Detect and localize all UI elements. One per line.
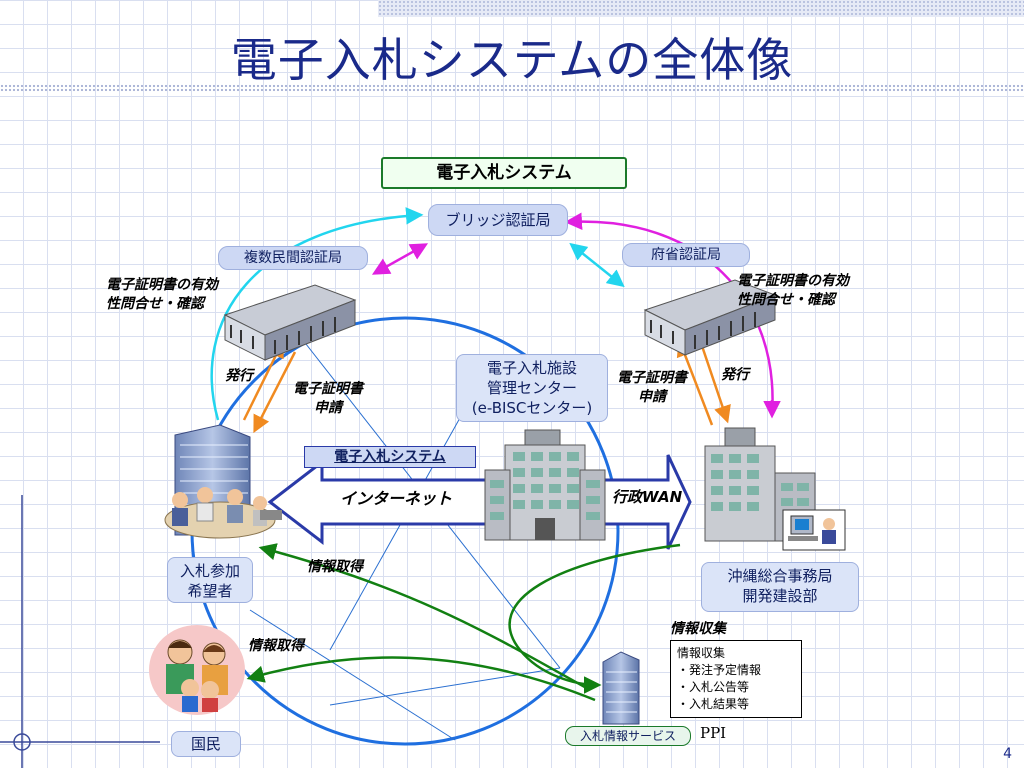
government-building-icon	[643, 279, 777, 356]
orange-arrow-right-down	[698, 339, 731, 424]
cert-check-right-text: 電子証明書の有効 性問合せ・確認	[737, 272, 897, 310]
bidders-line1: 入札参加	[179, 562, 240, 580]
magenta-arrow-right	[564, 212, 774, 416]
ebisc-center-label: 電子入札施設 管理センター (e-BISCセンター)	[456, 354, 608, 422]
green-arrow-info-collect	[508, 543, 681, 694]
network-double-arrow	[267, 454, 692, 550]
cert-check-left-line2: 性問合せ・確認	[106, 296, 204, 312]
citizens-label: 国民	[171, 731, 241, 757]
cert-check-left-text: 電子証明書の有効 性問合せ・確認	[106, 276, 266, 314]
cert-app-right-line2: 申請	[638, 389, 666, 405]
government-building-icon	[223, 284, 357, 361]
system-title-box: 電子入札システム	[381, 157, 627, 189]
ebisc-line1: 電子入札施設	[486, 359, 577, 377]
top-decoration-band	[378, 0, 1024, 17]
cert-check-left-line1: 電子証明書の有効	[106, 277, 218, 293]
cert-app-right-line1: 電子証明書	[617, 370, 687, 386]
info-collect-label: 情報収集	[670, 621, 726, 637]
corner-decoration	[0, 495, 160, 768]
magenta-arrow-left	[371, 243, 429, 275]
computer-user-icon	[782, 509, 846, 551]
orange-arrow-left-down	[253, 351, 297, 434]
office-building-icon	[484, 429, 606, 541]
slide-number: 4	[1003, 746, 1012, 762]
title-rule	[0, 84, 1024, 92]
cert-app-left-line2: 申請	[314, 400, 342, 416]
bridge-ca-label: ブリッジ認証局	[428, 204, 568, 236]
ebisc-line3: (e-BISCセンター)	[471, 399, 593, 417]
bidders-line2: 希望者	[187, 582, 233, 600]
cert-app-right-text: 電子証明書 申請	[607, 369, 697, 407]
info-list-item: ・発注予定情報	[677, 663, 762, 677]
office-building-icon	[704, 427, 816, 542]
ebisc-line2: 管理センター	[486, 379, 577, 397]
info-get-label-2: 情報取得	[248, 638, 304, 654]
family-icon	[149, 625, 245, 715]
cert-app-left-text: 電子証明書 申請	[283, 380, 373, 418]
bid-info-service-label: 入札情報サービス	[565, 726, 691, 746]
okinawa-line2: 開発建設部	[742, 587, 818, 605]
cyan-arrow-right	[569, 242, 625, 288]
cert-check-right-line2: 性問合せ・確認	[737, 292, 835, 308]
info-list-item: ・入札結果等	[677, 697, 750, 711]
green-arrow-info-bidders	[258, 543, 591, 692]
cert-check-right-line1: 電子証明書の有効	[737, 273, 849, 289]
cert-app-left-line1: 電子証明書	[293, 381, 363, 397]
gov-ca-label: 府省認証局	[622, 243, 750, 267]
info-list-box: 情報収集 ・発注予定情報 ・入札公告等 ・入札結果等	[670, 640, 802, 718]
cyan-arrow-left	[210, 207, 424, 421]
bidder-group-icon	[164, 424, 282, 539]
ppi-label: PPI	[700, 724, 727, 742]
orange-arrow-right-up	[676, 338, 714, 426]
skyscraper-icon	[602, 651, 640, 725]
info-list-item: ・入札公告等	[677, 680, 750, 694]
page-title: 電子入札システムの全体像	[230, 33, 794, 87]
issue-right-label: 発行	[721, 367, 749, 383]
gov-wan-label: 行政WAN	[612, 488, 683, 506]
okinawa-line1: 沖縄総合事務局	[727, 567, 833, 585]
info-get-label-1: 情報取得	[307, 559, 363, 575]
okinawa-office-label: 沖縄総合事務局 開発建設部	[701, 562, 859, 612]
issue-left-label: 発行	[225, 368, 253, 384]
bidders-label: 入札参加 希望者	[167, 557, 253, 603]
system-banner-label: 電子入札システム	[304, 446, 476, 468]
internet-label: インターネット	[340, 489, 453, 508]
info-list-item: 情報収集	[677, 646, 726, 660]
private-ca-label: 複数民間認証局	[218, 246, 368, 270]
green-arrow-info-citizens	[246, 656, 596, 702]
